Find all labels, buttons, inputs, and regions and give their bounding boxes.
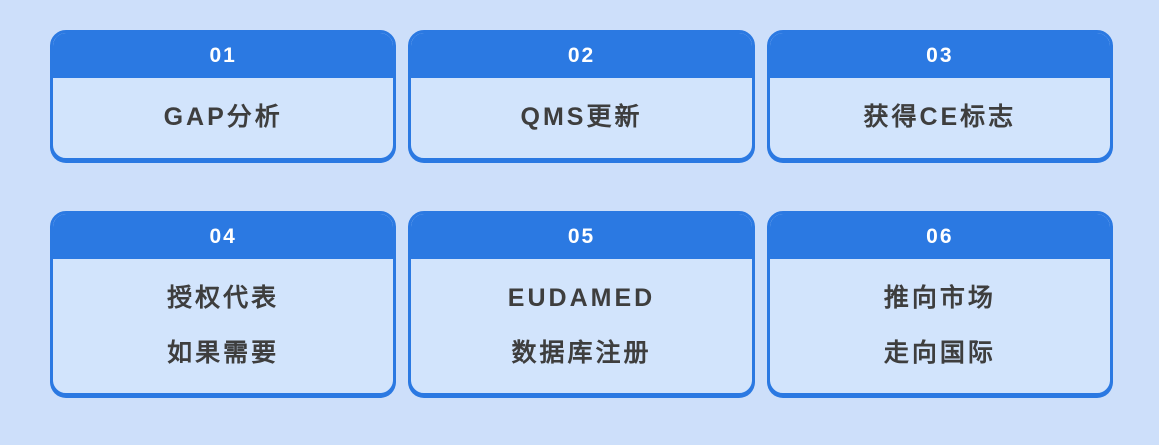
step-number-badge: 04 [53, 214, 394, 259]
step-number-badge: 06 [769, 214, 1110, 259]
step-title-line: 走向国际 [883, 339, 996, 367]
step-number-badge: 05 [411, 214, 752, 259]
step-title-line: 获得CE标志 [863, 103, 1017, 132]
step-number: 06 [926, 224, 954, 248]
step-body: 推向市场 走向国际 [770, 259, 1110, 393]
step-card-06: 06 推向市场 走向国际 [766, 211, 1113, 396]
step-title-line: 数据库注册 [511, 339, 652, 367]
step-card-02: 02 QMS更新 [408, 30, 755, 161]
step-number: 01 [209, 43, 237, 67]
step-number: 05 [567, 224, 596, 248]
step-card-05: 05 EUDAMED 数据库注册 [408, 211, 755, 396]
step-card-03: 03 获得CE标志 [766, 30, 1113, 161]
step-number-badge: 01 [53, 33, 394, 78]
step-title-line: 如果需要 [167, 339, 280, 367]
step-body: EUDAMED 数据库注册 [411, 259, 751, 393]
step-title-line: GAP分析 [163, 103, 283, 132]
step-title-line: 授权代表 [167, 283, 280, 312]
step-number: 02 [567, 43, 596, 67]
steps-grid: 01 GAP分析 02 QMS更新 03 获得CE标志 04 授权代表 如果需要 [50, 30, 1113, 396]
step-title-line: 推向市场 [883, 283, 996, 312]
step-card-01: 01 GAP分析 [50, 30, 397, 161]
step-body: GAP分析 [53, 78, 393, 158]
step-number-badge: 03 [769, 33, 1110, 78]
step-body: QMS更新 [411, 78, 751, 158]
step-title-line: EUDAMED [507, 283, 656, 312]
step-number: 04 [209, 224, 237, 248]
step-card-04: 04 授权代表 如果需要 [50, 211, 397, 396]
step-body: 授权代表 如果需要 [53, 259, 393, 393]
step-body: 获得CE标志 [770, 78, 1110, 158]
step-title-line: QMS更新 [520, 103, 643, 132]
step-number: 03 [926, 43, 954, 67]
step-number-badge: 02 [411, 33, 752, 78]
